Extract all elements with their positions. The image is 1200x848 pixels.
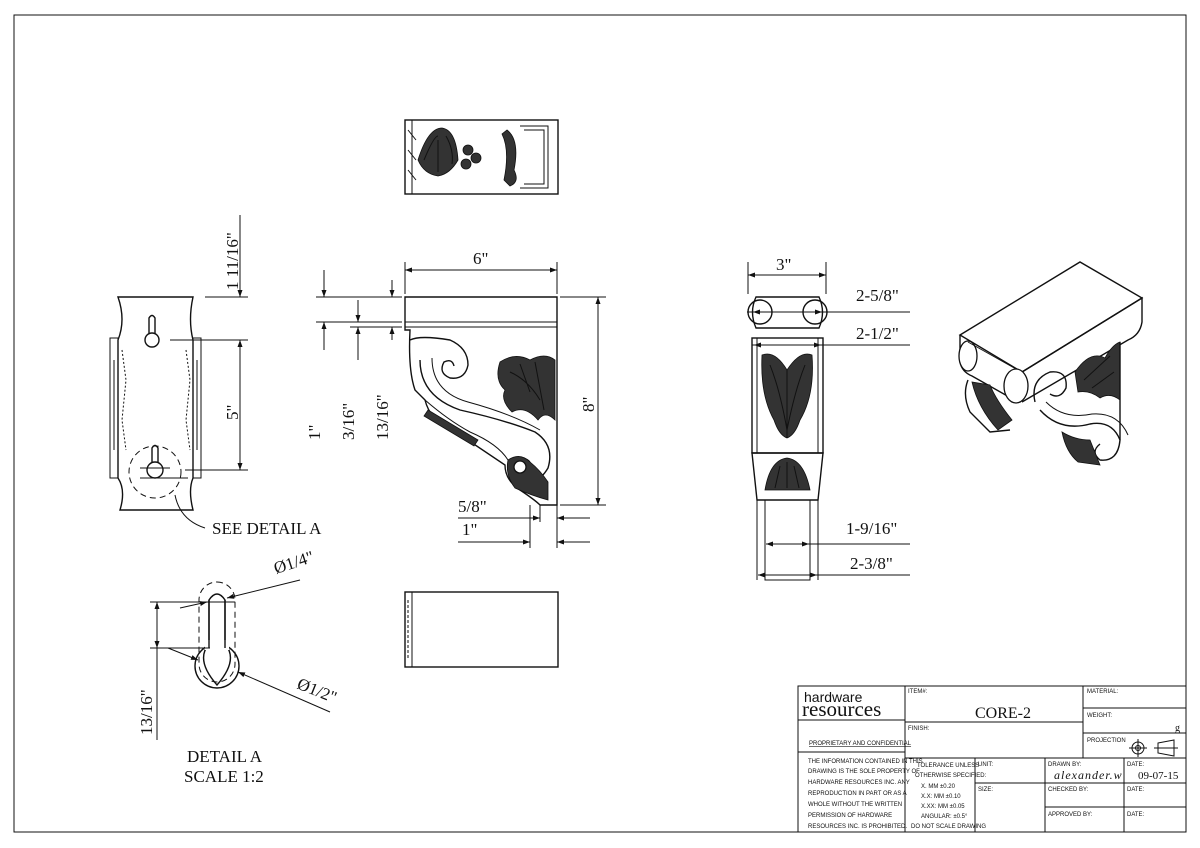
front-view [404, 296, 558, 506]
svg-text:TOLERANCE UNLESS: TOLERANCE UNLESS [917, 763, 979, 769]
dim-front-13-16: 13/16" [373, 394, 392, 440]
size-label: SIZE: [978, 787, 993, 793]
date-value: 09-07-15 [1138, 770, 1179, 782]
dim-side-width: 3" [776, 255, 791, 274]
title-block [797, 685, 1187, 833]
back-view [109, 215, 248, 511]
drawn-label: DRAWN BY: [1048, 762, 1082, 768]
svg-text:X.X: MM ±0.10: X.X: MM ±0.10 [921, 794, 961, 800]
tolerance-text: TOLERANCE UNLESS OTHERWISE SPECIFIED: X.… [911, 763, 987, 830]
dim-front-1: 1" [305, 425, 324, 440]
svg-text:PERMISSION OF HARDWARE: PERMISSION OF HARDWARE [808, 813, 892, 819]
svg-text:HARDWARE RESOURCES INC. ANY: HARDWARE RESOURCES INC. ANY [808, 780, 910, 786]
dim-front-3-16: 3/16" [339, 403, 358, 440]
approved-label: APPROVED BY: [1048, 812, 1093, 818]
logo-resources: resources [802, 697, 881, 721]
dim-side-d: 2-3/8" [850, 554, 893, 573]
date-label: DATE: [1127, 762, 1145, 768]
checked-label: CHECKED BY: [1048, 787, 1089, 793]
dim-front-5-8: 5/8" [458, 497, 487, 516]
finish-label: FINISH: [908, 726, 930, 732]
svg-text:X.XX: MM ±0.05: X.XX: MM ±0.05 [921, 804, 965, 810]
dim-detail-d1: Ø1/4" [271, 547, 316, 578]
proprietary-label: PROPRIETARY AND CONFIDENTIAL [809, 741, 912, 747]
svg-text:REPRODUCTION IN PART OR AS A: REPRODUCTION IN PART OR AS A [808, 791, 907, 797]
svg-text:THE INFORMATION CONTAINED IN T: THE INFORMATION CONTAINED IN THIS [808, 759, 923, 765]
notice-text: THE INFORMATION CONTAINED IN THIS DRAWIN… [808, 759, 923, 830]
dim-front-1b: 1" [462, 520, 477, 539]
weight-value: g [1175, 723, 1180, 734]
svg-text:ANGULAR: ±0.5°: ANGULAR: ±0.5° [921, 814, 968, 820]
svg-text:WHOLE WITHOUT THE WRITTEN: WHOLE WITHOUT THE WRITTEN [808, 802, 902, 808]
dim-side-b: 2-1/2" [856, 324, 899, 343]
bottom-view [404, 591, 559, 668]
see-detail-label: SEE DETAIL A [212, 519, 322, 538]
dim-left-top: 1 11/16" [223, 232, 242, 290]
item-value: CORE-2 [975, 705, 1031, 722]
svg-text:DO NOT SCALE DRAWING: DO NOT SCALE DRAWING [911, 824, 986, 830]
detail-a-view [150, 579, 331, 740]
material-label: MATERIAL: [1087, 689, 1119, 695]
dim-front-height: 8" [579, 397, 598, 412]
date3-label: DATE: [1127, 812, 1145, 818]
svg-text:X. MM ±0.20: X. MM ±0.20 [921, 784, 956, 790]
detail-title: DETAIL A [187, 747, 263, 766]
front-dimensions [316, 262, 606, 548]
see-detail-leader [174, 494, 206, 529]
dim-left-mid: 5" [223, 405, 242, 420]
logo-hardware: hardware [804, 689, 863, 705]
drawn-value: alexander.w [1054, 768, 1123, 782]
side-dimensions [747, 262, 910, 580]
date2-label: DATE: [1127, 787, 1145, 793]
projection-label: PROJECTION [1087, 738, 1126, 744]
sheet-border [13, 14, 1187, 833]
dim-detail-d2: Ø1/2" [295, 674, 340, 707]
top-view [404, 119, 559, 195]
svg-text:OTHERWISE SPECIFIED:: OTHERWISE SPECIFIED: [915, 773, 987, 779]
dim-side-c: 1-9/16" [846, 519, 897, 538]
dim-side-a: 2-5/8" [856, 286, 899, 305]
svg-text:DRAWING IS THE SOLE PROPERTY O: DRAWING IS THE SOLE PROPERTY OF [808, 769, 920, 775]
isometric-view [958, 261, 1144, 466]
weight-label: WEIGHT: [1087, 713, 1112, 719]
dim-detail-h: 13/16" [137, 689, 156, 735]
side-view [747, 296, 828, 581]
item-label: ITEM#: [908, 689, 928, 695]
svg-text:RESOURCES INC. IS PROHIBITED.: RESOURCES INC. IS PROHIBITED. [808, 824, 907, 830]
detail-scale: SCALE 1:2 [184, 767, 264, 786]
dim-front-width: 6" [473, 249, 488, 268]
unit-label: UNIT: [978, 762, 993, 768]
